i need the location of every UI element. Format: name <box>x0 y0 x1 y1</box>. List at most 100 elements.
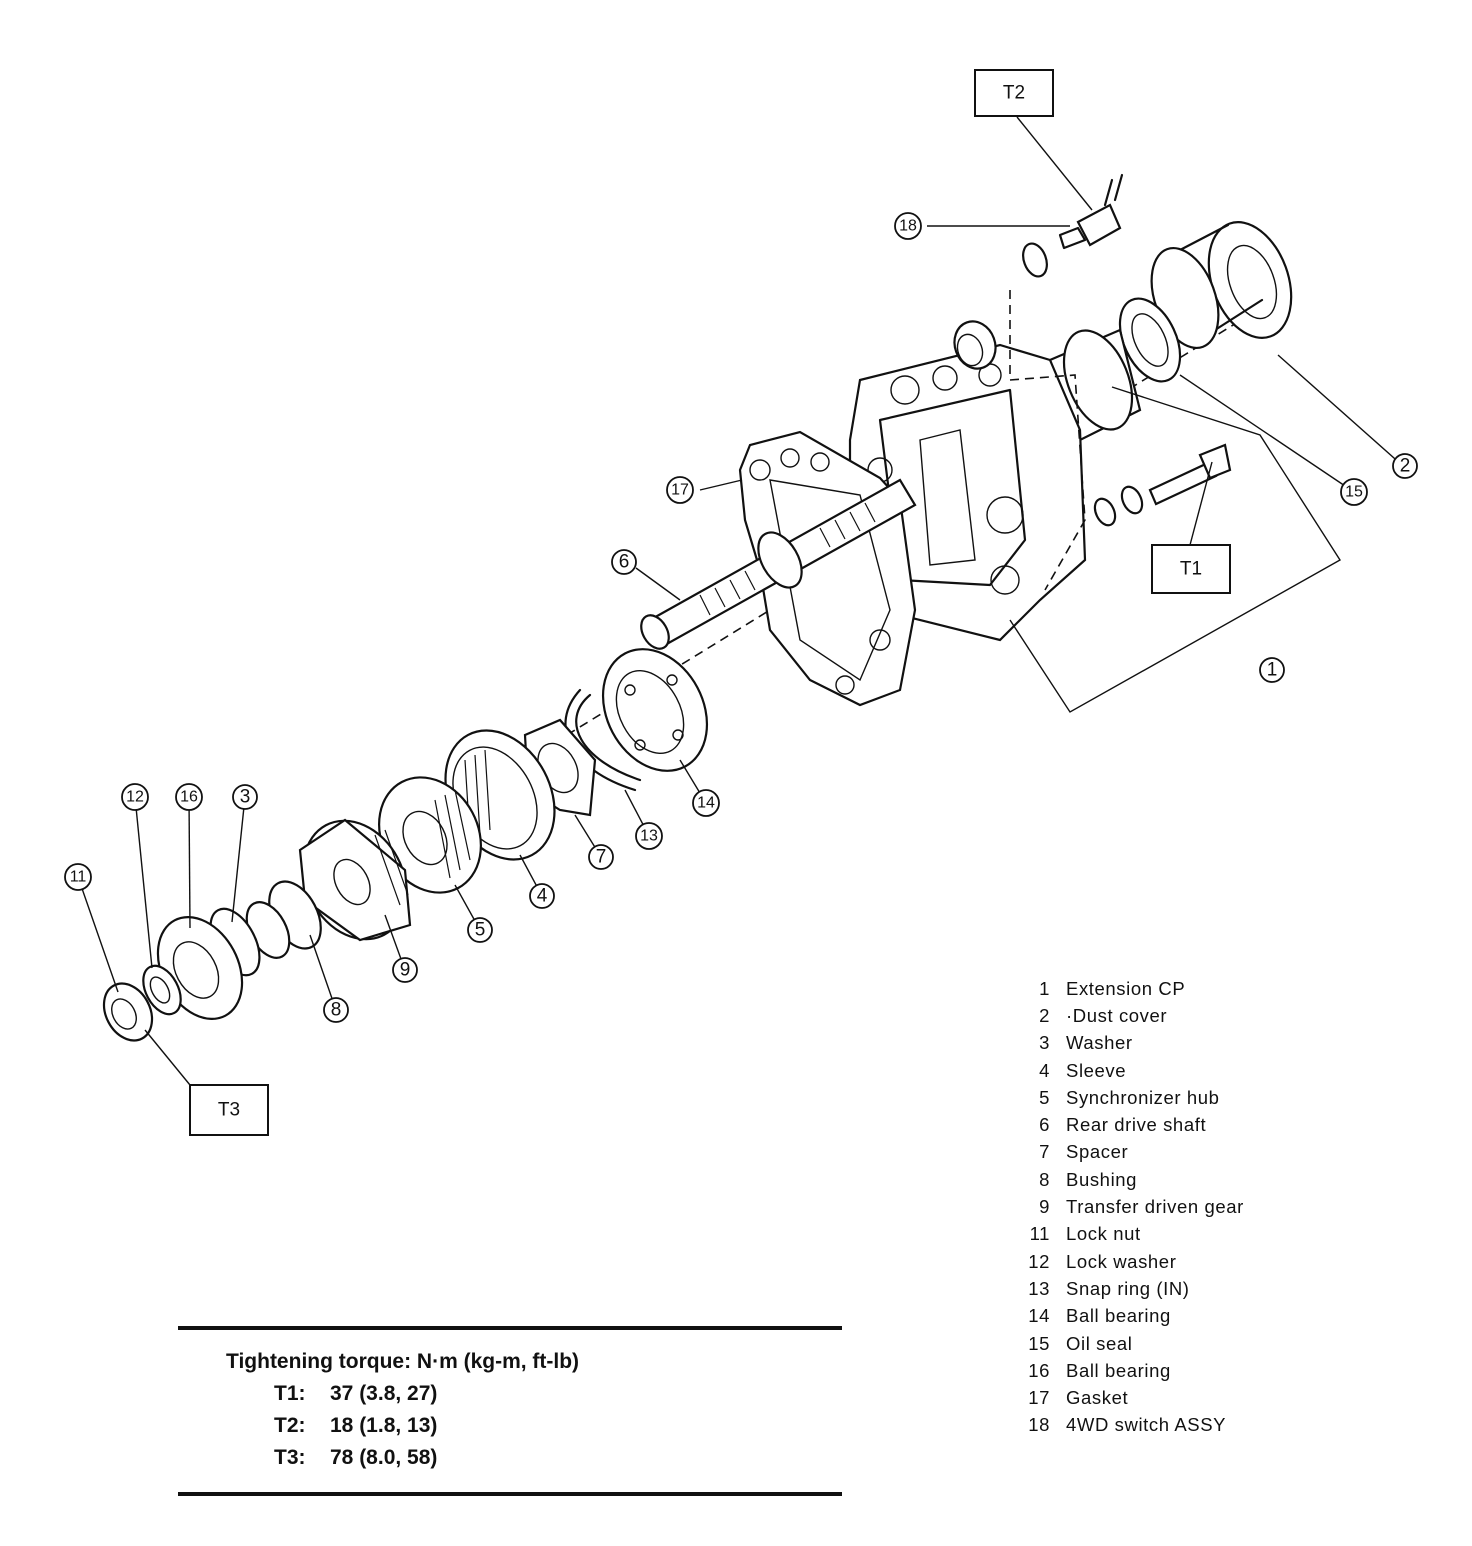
callout-4: 4 <box>529 883 555 909</box>
legend-item-number: 14 <box>1028 1305 1050 1327</box>
legend-item-label: ·Dust cover <box>1066 1004 1168 1026</box>
torque-title: Tightening torque: N·m (kg-m, ft-lb) <box>226 1350 580 1373</box>
part-lock-washer <box>142 964 182 1016</box>
table-top-rule <box>178 1326 842 1330</box>
callout-13: 13 <box>635 822 663 850</box>
callout-3-label: 3 <box>240 787 251 808</box>
legend-item-label: Ball bearing <box>1066 1359 1171 1381</box>
callout-1-label: 1 <box>1267 660 1278 681</box>
legend-item-number: 7 <box>1039 1141 1050 1163</box>
callout-18-label: 18 <box>899 218 917 235</box>
torque-row-t3: T3: 78 (8.0, 58) <box>274 1446 437 1470</box>
part-bolt <box>1093 443 1232 527</box>
callout-8-label: 8 <box>331 1000 342 1021</box>
callout-12-label: 12 <box>126 789 144 806</box>
part-4wd-switch <box>1022 173 1124 278</box>
callout-17: 17 <box>666 476 694 504</box>
torque-row-t1: T1: 37 (3.8, 27) <box>274 1382 437 1406</box>
callout-11-label: 11 <box>70 869 87 886</box>
callout-14-label: 14 <box>697 795 715 812</box>
legend-item: 14 Ball bearing <box>1020 1303 1320 1330</box>
torque-box-t1-label: T1 <box>1180 559 1202 580</box>
legend-item-label: Washer <box>1066 1032 1133 1054</box>
torque-box-t3-label: T3 <box>218 1100 240 1121</box>
legend-item: 2·Dust cover <box>1020 1002 1320 1029</box>
legend-item: 13 Snap ring (IN) <box>1020 1275 1320 1302</box>
torque-box-t1: T1 <box>1151 544 1231 594</box>
legend-item-number: 18 <box>1028 1414 1050 1436</box>
legend-item-number: 16 <box>1028 1359 1050 1381</box>
legend-item: 16 Ball bearing <box>1020 1357 1320 1384</box>
legend-item-number: 4 <box>1039 1059 1050 1081</box>
callout-9-label: 9 <box>400 960 411 981</box>
legend-item-number: 17 <box>1028 1387 1050 1409</box>
callout-7-label: 7 <box>596 847 607 868</box>
table-bottom-rule <box>178 1492 842 1496</box>
torque-value: 78 (8.0, 58) <box>330 1446 438 1469</box>
legend-item-number: 3 <box>1039 1032 1050 1054</box>
torque-box-t2-label: T2 <box>1003 83 1025 104</box>
callout-17-label: 17 <box>671 482 689 499</box>
callout-2: 2 <box>1392 453 1418 479</box>
torque-value: 37 (3.8, 27) <box>330 1382 438 1405</box>
part-lock-nut <box>102 982 154 1042</box>
callout-18: 18 <box>894 212 922 240</box>
legend-item-number: 6 <box>1039 1114 1050 1136</box>
callout-6-label: 6 <box>619 552 630 573</box>
part-oil-seal <box>1118 297 1182 383</box>
legend-item: 8 Bushing <box>1020 1166 1320 1193</box>
legend-item-label: Lock washer <box>1066 1250 1177 1272</box>
legend-item-number: 13 <box>1028 1277 1050 1299</box>
legend-item-label: Synchronizer hub <box>1066 1086 1220 1108</box>
part-transfer-driven-gear <box>298 818 412 942</box>
legend-item-number: 5 <box>1039 1086 1050 1108</box>
torque-box-t2: T2 <box>974 69 1054 117</box>
callout-5: 5 <box>467 917 493 943</box>
legend-item-number: 9 <box>1039 1196 1050 1218</box>
callout-16: 16 <box>175 783 203 811</box>
callout-14: 14 <box>692 789 720 817</box>
legend-item-label: Bushing <box>1066 1168 1138 1190</box>
legend-item: 11 Lock nut <box>1020 1221 1320 1248</box>
callout-1: 1 <box>1259 657 1285 683</box>
torque-box-t3: T3 <box>189 1084 269 1136</box>
legend-item-number: 12 <box>1028 1250 1050 1272</box>
legend-item-label: Transfer driven gear <box>1066 1196 1244 1218</box>
legend-item-number: 11 <box>1029 1223 1050 1245</box>
legend-item-label: Gasket <box>1066 1387 1129 1409</box>
legend-item-label: Snap ring (IN) <box>1066 1277 1190 1299</box>
callout-11: 11 <box>64 863 92 891</box>
torque-spec-table: Tightening torque: N·m (kg-m, ft-lb) T1:… <box>178 1326 842 1496</box>
part-breather <box>953 320 997 370</box>
legend-item-label: Oil seal <box>1066 1332 1133 1354</box>
callout-9: 9 <box>392 957 418 983</box>
legend-item-label: Lock nut <box>1066 1223 1141 1245</box>
callout-15: 15 <box>1340 478 1368 506</box>
callout-16-label: 16 <box>180 789 198 806</box>
torque-key: T2: <box>274 1414 306 1437</box>
torque-value: 18 (1.8, 13) <box>330 1414 438 1437</box>
callout-6: 6 <box>611 549 637 575</box>
torque-key: T3: <box>274 1446 306 1469</box>
torque-row-t2: T2: 18 (1.8, 13) <box>274 1414 437 1438</box>
legend-item: 5 Synchronizer hub <box>1020 1084 1320 1111</box>
part-ball-bearing-14 <box>601 648 709 772</box>
callout-7: 7 <box>588 844 614 870</box>
legend-item: 17 Gasket <box>1020 1384 1320 1411</box>
callout-13-label: 13 <box>640 828 658 845</box>
legend-item: 9 Transfer driven gear <box>1020 1193 1320 1220</box>
legend-item-label: Ball bearing <box>1066 1305 1171 1327</box>
legend-item: 3 Washer <box>1020 1030 1320 1057</box>
legend-item-number: 8 <box>1039 1168 1050 1190</box>
torque-key: T1: <box>274 1382 306 1405</box>
callout-12: 12 <box>121 783 149 811</box>
legend-item-number: 1 <box>1039 977 1050 999</box>
callout-4-label: 4 <box>537 886 548 907</box>
legend-item-label: 4WD switch ASSY <box>1066 1414 1227 1436</box>
